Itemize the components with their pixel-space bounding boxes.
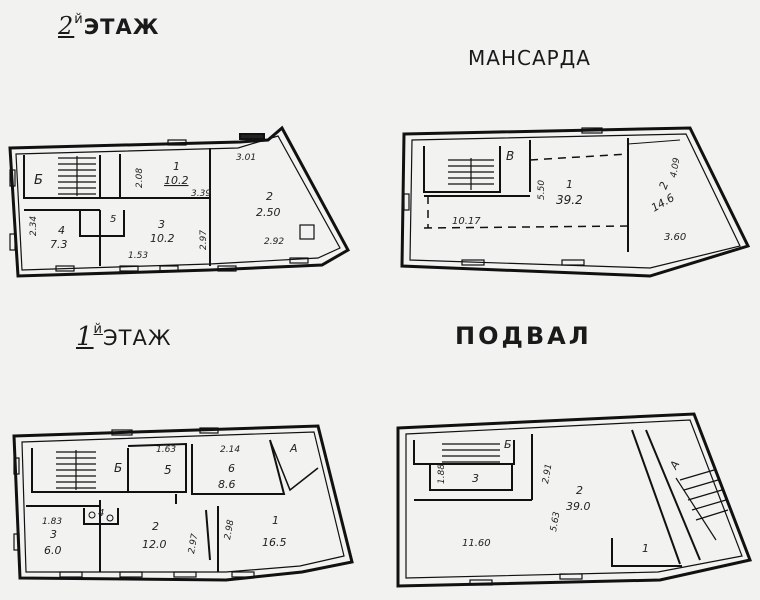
attic-title: МАНСАРДА — [468, 46, 591, 70]
basement-room1-number: 1 — [642, 542, 649, 555]
attic-room1-number: 1 — [566, 178, 573, 191]
basement-title: ПОДВАЛ — [455, 322, 592, 350]
floor1-room3-area: 6.0 — [44, 544, 62, 557]
basement-dim-2-91: 2.91 — [541, 463, 554, 484]
basement-stair-label: Б — [504, 438, 512, 451]
attic-stair-label: В — [506, 149, 514, 163]
floor2-room2-area: 2.50 — [256, 206, 281, 219]
floor1-room6-number: 6 — [228, 462, 235, 475]
floor1-dim-1-63: 1.63 — [156, 445, 176, 455]
attic-room2-number: 2 — [657, 180, 672, 191]
floor2-dim-3-01: 3.01 — [236, 153, 256, 163]
basement-room3-number: 3 — [472, 472, 479, 485]
floor1-room2-area: 12.0 — [142, 538, 167, 551]
basement-roomA-label: А — [667, 458, 683, 472]
floor2-stair-label: Б — [34, 173, 43, 188]
floor2-room2-number: 2 — [266, 190, 273, 203]
basement-dim-5-63: 5.63 — [549, 511, 562, 533]
floor2-title-word: ЭТАЖ — [83, 15, 160, 39]
floor1-room5-number: 5 — [164, 463, 172, 477]
floor2-dim-2-97: 2.97 — [199, 230, 209, 250]
floor1-room1-area: 16.5 — [262, 536, 287, 549]
floor1-room4-number: 4 — [98, 508, 104, 519]
attic-dim-5-50: 5.50 — [537, 180, 547, 200]
floor1-dim-1-83: 1.83 — [42, 517, 62, 527]
floor1-roomA-label: А — [289, 442, 298, 455]
floor2-dim-2-92: 2.92 — [264, 237, 284, 247]
floor2-dim-2-34: 2.34 — [29, 216, 39, 236]
basement-dim-11-60: 11.60 — [462, 538, 491, 549]
floor2-room1-area: 10.2 — [164, 174, 189, 187]
floor1-dim-2-97: 2.97 — [187, 533, 200, 555]
floor1-room3-number: 3 — [50, 528, 57, 541]
floor2-dim-1-53: 1.53 — [128, 251, 148, 261]
floor1-stair-label: Б — [114, 461, 122, 475]
floor1-title: 1йЭТАЖ — [76, 322, 171, 352]
attic-dim-4-09: 4.09 — [669, 157, 682, 179]
floor2-room5-number: 5 — [110, 214, 116, 225]
basement-room2-number: 2 — [576, 484, 583, 497]
floor2-title-suffix: й — [74, 12, 84, 27]
floor1-title-number: 1 — [76, 322, 94, 352]
floor2-room4-area: 7.3 — [50, 238, 68, 251]
floor2-dim-3-39: 3.39 — [191, 189, 211, 199]
floor1-dim-2-98: 2.98 — [223, 519, 236, 541]
floor2-room4-number: 4 — [58, 224, 65, 237]
basement-room2-area: 39.0 — [566, 500, 591, 513]
attic-room1-area: 39.2 — [556, 193, 583, 207]
floor1-title-word: ЭТАЖ — [103, 326, 172, 350]
floor1-room6-area: 8.6 — [218, 478, 236, 491]
floor2-room3-number: 3 — [158, 218, 165, 231]
attic-dim-10-17: 10.17 — [452, 216, 481, 227]
floor1-room1-number: 1 — [272, 514, 279, 527]
floor1-dim-2-14: 2.14 — [220, 445, 240, 455]
floor2-title-number: 2 — [58, 12, 75, 40]
attic-dim-3-60: 3.60 — [664, 232, 686, 243]
floor2-room3-area: 10.2 — [150, 232, 175, 245]
floor2-dim-2-08: 2.08 — [135, 168, 145, 188]
floor1-title-suffix: й — [93, 322, 103, 337]
floor2-room1-number: 1 — [173, 160, 180, 173]
floor2-title: 2йЭТАЖ — [58, 12, 159, 40]
floor1-room2-number: 2 — [152, 520, 159, 533]
basement-dim-1-88: 1.88 — [437, 464, 447, 484]
